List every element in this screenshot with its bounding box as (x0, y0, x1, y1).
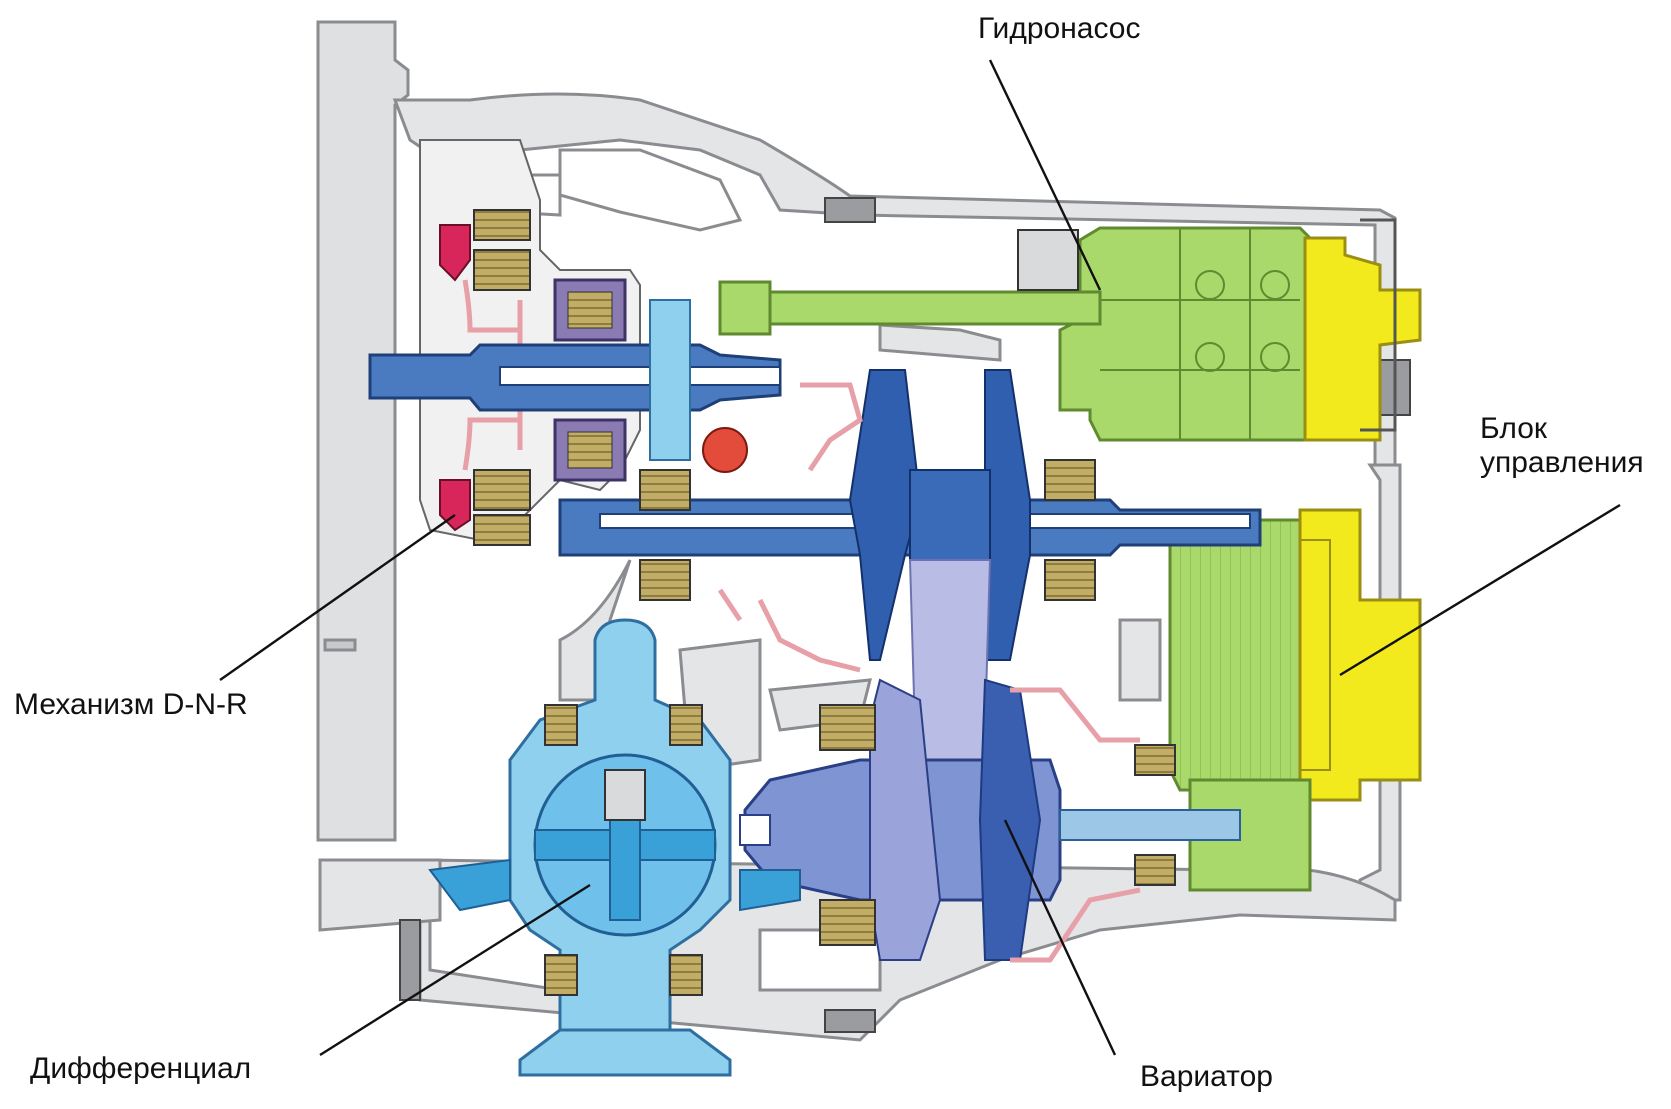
control-unit (1168, 508, 1422, 892)
label-hydraulic-pump: Гидронасос (978, 12, 1141, 45)
label-variator: Вариатор (1140, 1060, 1273, 1093)
leader-pump (988, 59, 1102, 291)
label-control-unit: Блок управления (1480, 412, 1671, 480)
control-unit-upper (1303, 218, 1422, 442)
label-control-unit-line1: Блок (1480, 412, 1548, 445)
leader-variator (1003, 819, 1117, 1056)
leader-differential (319, 883, 591, 1057)
dnr-mechanism (419, 139, 641, 546)
hydraulic-pump (718, 226, 1312, 442)
label-control-unit-line2: управления (1480, 446, 1644, 479)
primary-pulley-shaft (558, 369, 1262, 673)
label-dnr-mechanism: Механизм D-N-R (14, 688, 248, 721)
label-differential: Дифференциал (30, 1052, 252, 1085)
secondary-pulley (739, 678, 1241, 963)
input-shaft (368, 299, 782, 461)
leader-control-unit (1339, 503, 1621, 677)
leader-lines (219, 59, 1621, 1057)
leader-dnr (219, 514, 456, 681)
